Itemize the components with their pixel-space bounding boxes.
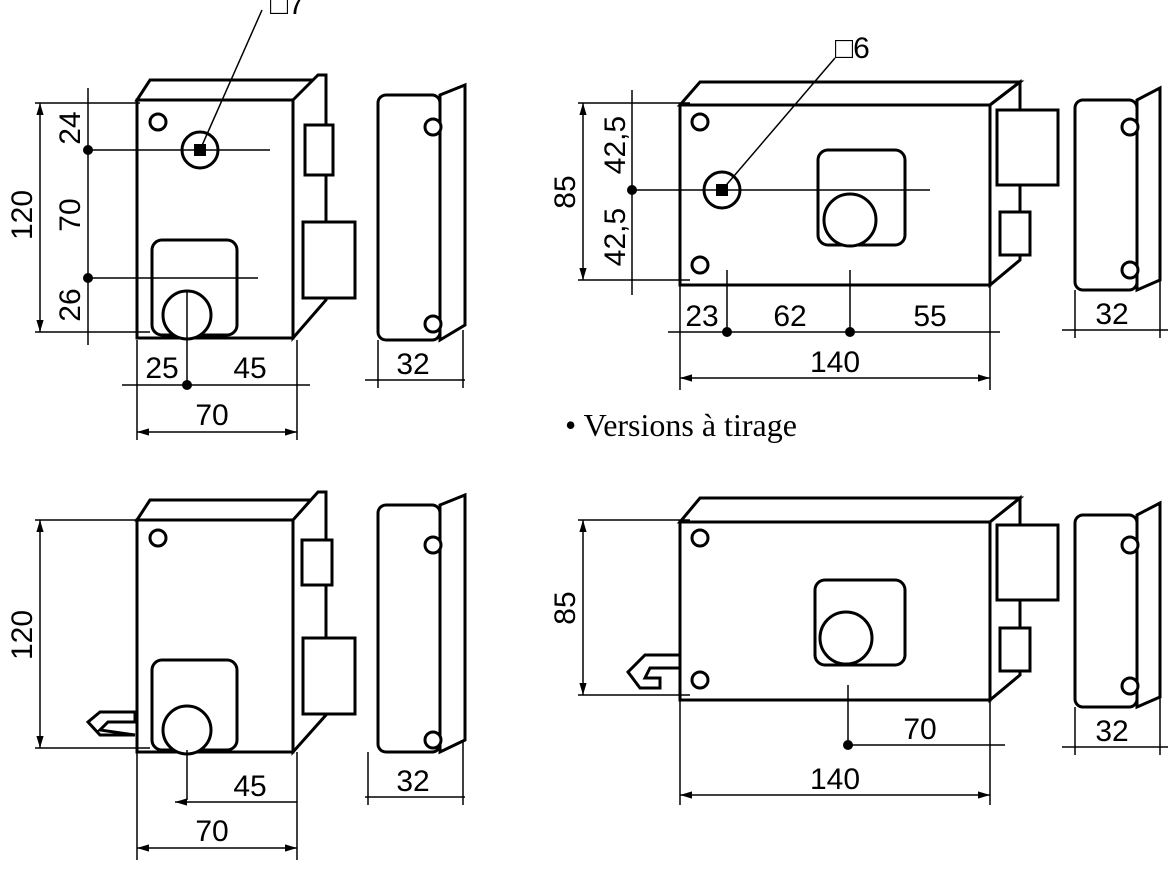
vertical-lock-with-key-button: □7 120 24 70 26 25 45 70 32 [6,0,467,440]
pull-handle-icon [626,653,682,690]
height-total-label: 85 [549,591,582,624]
width-c-label: 55 [913,300,946,333]
height-total-label: 120 [6,190,39,240]
caption-versions-a-tirage: • Versions à tirage [565,407,797,443]
strike-width-label: 32 [396,348,429,381]
height-bottom-label: 26 [54,288,87,321]
width-b-label: 62 [773,300,806,333]
width-a-label: 23 [685,300,718,333]
height-top-label: 42,5 [599,116,632,174]
deadbolt [995,523,1060,602]
width-total-label: 70 [195,399,228,432]
square-spindle-label: □6 [835,32,870,65]
deadbolt [995,108,1060,187]
width-offset-label: 70 [903,713,936,746]
height-mid-label: 70 [54,198,87,231]
width-total-label: 70 [195,815,228,848]
width-left-label: 25 [145,352,178,385]
latch-bolt [301,636,357,716]
strike-width-label: 32 [1095,715,1128,748]
height-total-label: 120 [6,610,39,660]
height-bottom-label: 42,5 [599,208,632,266]
latch-bolt [998,626,1032,673]
lock-top-face [134,78,323,102]
horizontal-lock-pull-version: 85 70 140 32 [549,494,1168,805]
width-total-label: 140 [810,763,860,796]
strike-width-label: 32 [396,765,429,798]
pull-handle-icon [85,710,137,737]
latch-bolt [998,210,1032,257]
horizontal-lock-with-key-button: □6 85 42,5 42,5 23 62 55 140 32 [549,32,1168,390]
width-total-label: 140 [810,346,860,379]
width-right-label: 45 [233,352,266,385]
square-spindle-label: □7 [270,0,305,21]
deadbolt [300,538,334,587]
keyhole-icon [161,704,213,756]
deadbolt [303,123,335,177]
strike-width-label: 32 [1095,298,1128,331]
keyhole-icon [818,610,874,666]
keyhole-icon [822,192,878,248]
width-offset-label: 45 [233,770,266,803]
vertical-lock-pull-version: 120 45 70 32 [6,490,467,860]
height-top-label: 24 [54,111,87,144]
height-total-label: 85 [549,175,582,208]
latch-bolt [301,220,357,300]
screw-icon [148,112,168,132]
